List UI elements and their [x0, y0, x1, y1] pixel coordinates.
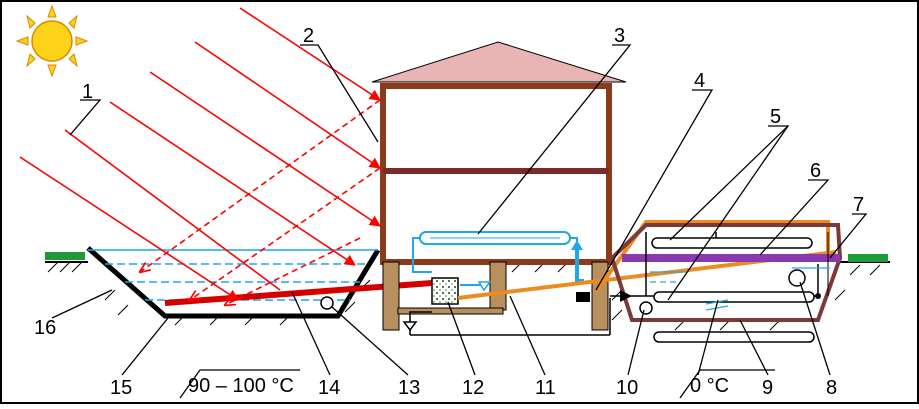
label-3: 3	[614, 25, 625, 47]
label-12: 12	[462, 377, 484, 399]
number-labels: 1 2 3 4 5 6 7 8 9 10 11 12 13 14 15 16 9…	[34, 25, 864, 399]
label-11: 11	[535, 377, 556, 399]
radiator-3	[412, 231, 584, 292]
pillar-left	[382, 261, 400, 331]
heat-exchanger-12	[431, 277, 459, 305]
pump-10	[639, 301, 653, 315]
label-16: 16	[34, 317, 56, 339]
label-10: 10	[616, 377, 638, 399]
pillar-mid	[489, 261, 507, 311]
grass-right	[848, 254, 888, 262]
house-roof	[371, 41, 627, 83]
label-5: 5	[770, 106, 781, 128]
sun-icon	[15, 4, 89, 78]
return-pipe	[402, 298, 611, 336]
solar-rays	[19, 7, 381, 305]
label-temp-cold: 0 °C	[690, 375, 729, 397]
label-6: 6	[810, 160, 821, 182]
label-8: 8	[826, 377, 837, 399]
label-2: 2	[303, 25, 314, 47]
label-15: 15	[110, 377, 132, 399]
seasonal-storage	[609, 223, 843, 343]
label-4: 4	[694, 70, 705, 92]
label-1: 1	[82, 81, 93, 103]
label-7: 7	[853, 194, 864, 216]
pump-4	[576, 292, 590, 302]
label-temp-hot: 90 – 100 °C	[188, 375, 294, 397]
grass-left	[45, 252, 85, 260]
pump-8	[788, 269, 806, 287]
label-13: 13	[398, 377, 420, 399]
storage-purple-band	[622, 254, 840, 262]
label-14: 14	[318, 377, 340, 399]
house-floor	[383, 168, 609, 174]
pump-13	[320, 296, 334, 310]
leader-lines	[51, 44, 868, 399]
label-9: 9	[762, 377, 773, 399]
